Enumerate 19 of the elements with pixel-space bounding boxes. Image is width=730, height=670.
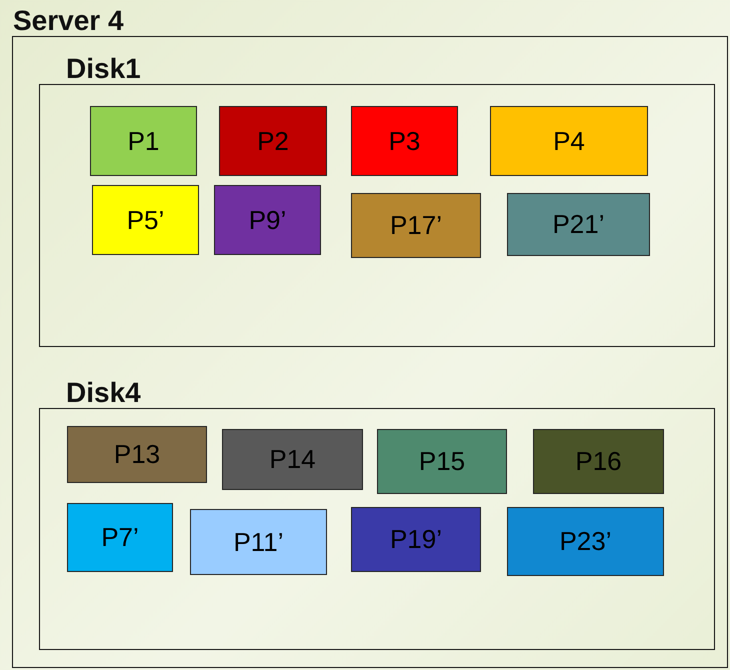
partition-box: P11’ [190, 509, 327, 575]
partition-box: P9’ [214, 185, 321, 255]
partition-box: P4 [490, 106, 648, 176]
partition-box: P16 [533, 429, 664, 494]
partition-box: P19’ [351, 507, 481, 572]
partition-box: P2 [219, 106, 327, 176]
partition-box: P5’ [92, 185, 199, 255]
partition-box: P23’ [507, 507, 664, 576]
server-label: Server 4 [13, 5, 124, 37]
partition-box: P13 [67, 426, 207, 483]
partition-box: P15 [377, 429, 507, 494]
partition-box: P17’ [351, 193, 481, 258]
partition-box: P3 [351, 106, 458, 176]
partition-box: P7’ [67, 503, 173, 572]
partition-box: P14 [222, 429, 363, 490]
disk-label: Disk4 [66, 377, 141, 409]
partition-box: P1 [90, 106, 197, 176]
disk-label: Disk1 [66, 53, 141, 85]
partition-box: P21’ [507, 193, 650, 256]
